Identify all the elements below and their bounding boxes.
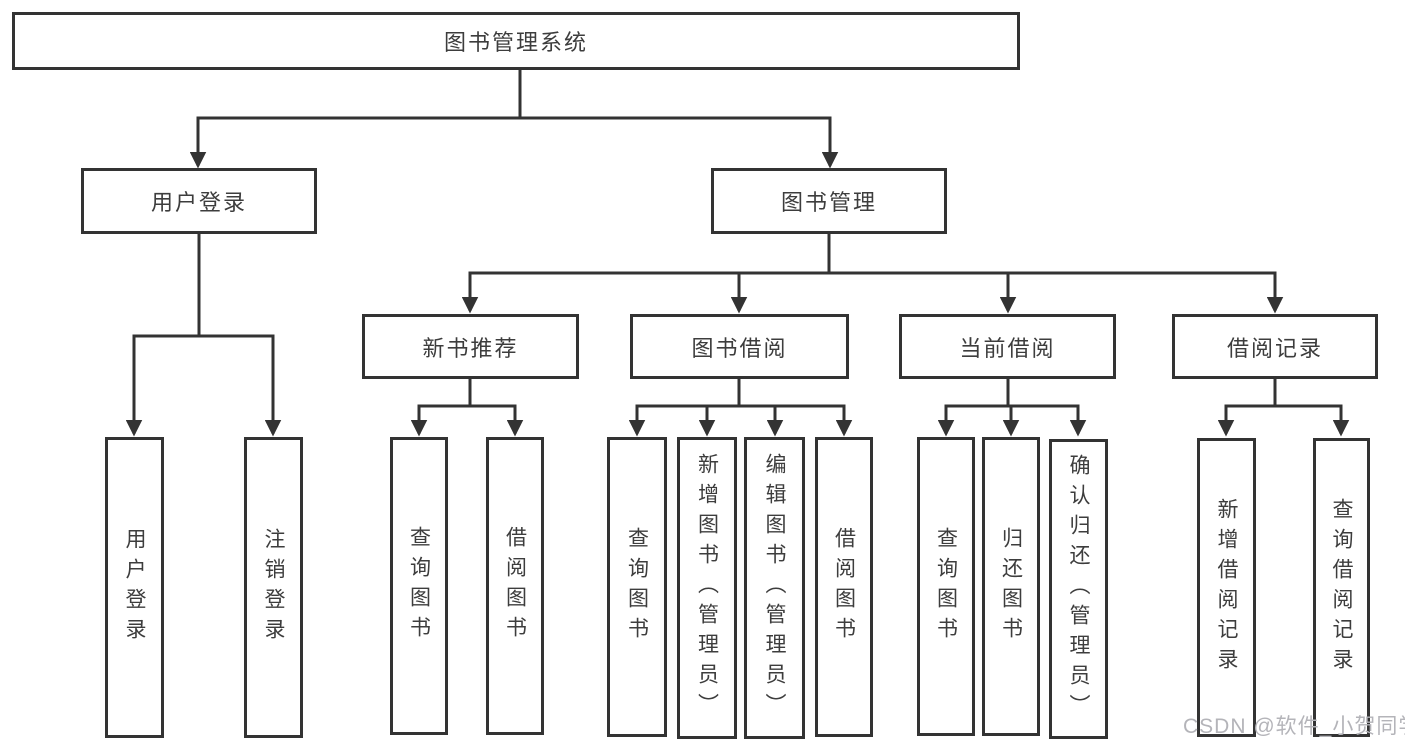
leaf-return-books: 归还图书	[982, 437, 1040, 736]
node-current-borrow: 当前借阅	[899, 314, 1116, 379]
node-new-book-recommend: 新书推荐	[362, 314, 579, 379]
node-book-management: 图书管理	[711, 168, 947, 234]
leaf-logout: 注销登录	[244, 437, 303, 738]
leaf-user-login: 用户登录	[105, 437, 164, 738]
node-user-login: 用户登录	[81, 168, 317, 234]
node-label: 新书推荐	[422, 335, 519, 361]
leaf-add-borrow-record: 新增借阅记录	[1197, 438, 1256, 737]
connector-borrow-records-branch	[1217, 379, 1350, 437]
node-book-borrow: 图书借阅	[630, 314, 849, 379]
node-label: 查询图书	[934, 526, 958, 647]
leaf-query-books-current: 查询图书	[917, 437, 975, 736]
node-label: 借阅图书	[832, 527, 856, 647]
connector-new-book-branch	[410, 379, 524, 437]
node-label: 用户登录	[150, 190, 247, 215]
node-label: 查询借阅记录	[1330, 497, 1353, 678]
connector-user-login-branch	[125, 234, 282, 437]
leaf-query-borrow-record: 查询借阅记录	[1313, 438, 1370, 737]
connector-book-borrow-branch	[628, 379, 853, 437]
leaf-borrow-books-recommend: 借阅图书	[486, 437, 544, 735]
connector-current-borrow-branch	[937, 379, 1087, 437]
node-label: 确认归还（管理员）	[1067, 454, 1090, 724]
node-library-management-system: 图书管理系统	[12, 12, 1020, 70]
node-borrow-records: 借阅记录	[1172, 314, 1378, 379]
leaf-borrow-books: 借阅图书	[815, 437, 873, 737]
node-label: 借阅记录	[1226, 335, 1323, 361]
leaf-confirm-return-admin: 确认归还（管理员）	[1049, 439, 1108, 739]
leaf-query-books-borrow: 查询图书	[607, 437, 667, 737]
node-label: 查询图书	[407, 526, 431, 646]
node-label: 新增借阅记录	[1215, 497, 1238, 678]
leaf-query-books-recommend: 查询图书	[390, 437, 448, 735]
node-label: 用户登录	[123, 527, 146, 648]
connector-root-to-level2	[189, 69, 839, 169]
node-label: 图书管理	[780, 190, 877, 215]
leaf-edit-book-admin: 编辑图书（管理员）	[744, 437, 805, 739]
node-label: 图书管理系统	[443, 30, 588, 55]
connector-book-management-branch	[461, 233, 1284, 314]
node-label: 图书借阅	[691, 335, 788, 361]
csdn-watermark: CSDN @软件_小贺同学	[1183, 715, 1405, 738]
node-label: 查询图书	[625, 527, 649, 647]
node-label: 归还图书	[999, 526, 1023, 647]
leaf-add-book-admin: 新增图书（管理员）	[677, 437, 737, 739]
node-label: 注销登录	[262, 527, 285, 648]
node-label: 新增图书（管理员）	[695, 453, 719, 723]
node-label: 借阅图书	[503, 526, 527, 646]
node-label: 编辑图书（管理员）	[763, 453, 786, 723]
node-label: 当前借阅	[959, 335, 1056, 361]
